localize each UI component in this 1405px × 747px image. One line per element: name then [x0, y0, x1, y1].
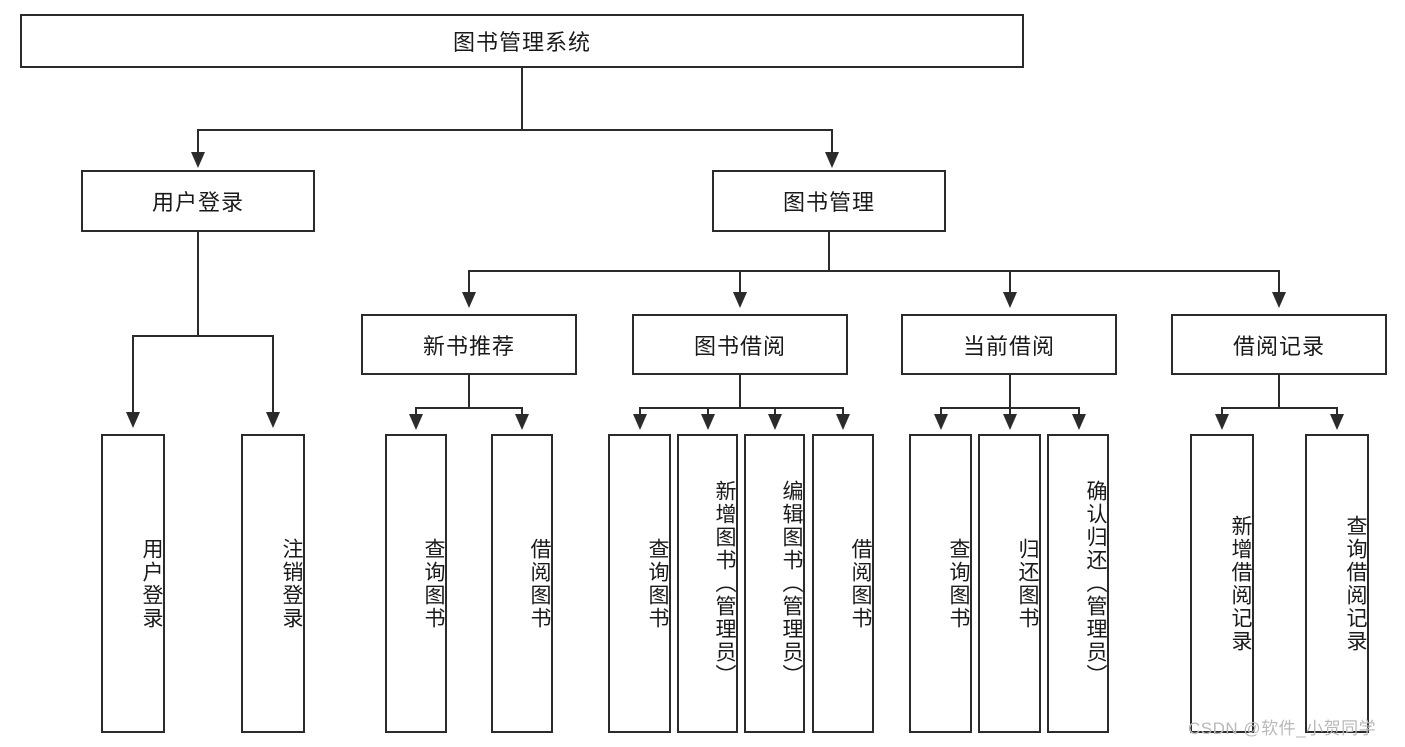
arrowhead-new-book-recommend-leaf-0	[409, 414, 423, 430]
edge-book-management-stem	[828, 232, 830, 271]
node-book-management[interactable]: 图书管理	[712, 170, 946, 232]
node-user-login[interactable]: 用户登录	[81, 170, 315, 232]
arrowhead-root-to-user-login	[191, 152, 205, 168]
edge-user-login-bus	[132, 335, 274, 337]
edge-root-stem	[521, 68, 523, 130]
edge-to-current-borrow	[1009, 270, 1011, 294]
leaf-user-login-login[interactable]: 用户登录	[101, 434, 165, 733]
edge-current-borrow-to-leaf-1	[1009, 407, 1011, 417]
node-label: 确认归还（管理员）	[1084, 480, 1107, 687]
edge-borrow-records-stem	[1278, 375, 1280, 408]
arrowhead-book-borrow-leaf-2	[768, 414, 782, 430]
node-label: 查询图书	[646, 537, 669, 630]
edge-to-new-book-recommend	[468, 270, 470, 294]
edge-current-borrow-to-leaf-0	[940, 407, 942, 417]
edge-root-to-user-login	[197, 129, 199, 155]
leaf-current-borrow-confirm-return-admin[interactable]: 确认归还（管理员）	[1047, 434, 1109, 733]
node-label: 查询图书	[422, 537, 445, 630]
edge-to-borrow-records	[1278, 270, 1280, 294]
edge-root-bus	[197, 129, 833, 131]
edge-book-borrow-to-leaf-1	[707, 407, 709, 417]
edge-current-borrow-to-leaf-2	[1078, 407, 1080, 417]
arrowhead-user-login-leaf-0	[126, 412, 140, 428]
leaf-book-borrow-edit-book-admin[interactable]: 编辑图书（管理员）	[744, 434, 805, 733]
node-label: 借阅图书	[849, 537, 872, 630]
edge-borrow-records-bus	[1221, 407, 1338, 409]
arrowhead-book-borrow-leaf-0	[633, 414, 647, 430]
node-new-book-recommend[interactable]: 新书推荐	[361, 314, 577, 375]
node-borrow-records[interactable]: 借阅记录	[1171, 314, 1387, 375]
edge-new-book-recommend-stem	[468, 375, 470, 408]
node-label: 用户登录	[140, 537, 163, 630]
edge-book-borrow-to-leaf-3	[842, 407, 844, 417]
edge-root-to-book-management	[831, 129, 833, 155]
edge-borrow-records-to-leaf-0	[1221, 407, 1223, 417]
arrowhead-root-to-book-management	[825, 152, 839, 168]
arrowhead-user-login-leaf-1	[266, 412, 280, 428]
node-label: 图书管理	[782, 190, 875, 215]
edge-current-borrow-stem	[1009, 375, 1011, 408]
watermark-csdn: CSDN @软件_小贺同学	[1188, 719, 1377, 738]
edge-book-borrow-to-leaf-2	[774, 407, 776, 417]
node-label: 新增图书（管理员）	[713, 480, 736, 687]
arrowhead-to-new-book-recommend	[462, 292, 476, 308]
node-label: 新书推荐	[422, 333, 515, 359]
arrowhead-current-borrow-leaf-2	[1072, 414, 1086, 430]
arrowhead-to-current-borrow	[1003, 292, 1017, 308]
arrowhead-book-borrow-leaf-1	[701, 414, 715, 430]
node-label: 新增借阅记录	[1229, 514, 1252, 653]
node-label: 编辑图书（管理员）	[780, 480, 803, 687]
node-root-book-management-system[interactable]: 图书管理系统	[20, 14, 1024, 68]
node-label: 图书管理系统	[452, 30, 591, 55]
leaf-book-borrow-query-book[interactable]: 查询图书	[608, 434, 671, 733]
node-label: 图书借阅	[693, 333, 786, 359]
arrowhead-new-book-recommend-leaf-1	[515, 414, 529, 430]
arrowhead-to-borrow-records	[1272, 292, 1286, 308]
node-book-borrow[interactable]: 图书借阅	[632, 314, 848, 375]
edge-book-borrow-stem	[739, 375, 741, 408]
leaf-book-borrow-borrow-book[interactable]: 借阅图书	[812, 434, 874, 733]
node-label: 注销登录	[280, 537, 303, 630]
edge-user-login-stem	[197, 232, 199, 336]
edge-new-book-recommend-bus	[415, 407, 523, 409]
node-label: 查询借阅记录	[1344, 514, 1367, 653]
edge-new-book-recommend-to-leaf-1	[521, 407, 523, 417]
leaf-new-book-borrow-book[interactable]: 借阅图书	[491, 434, 553, 733]
leaf-borrow-records-query-record[interactable]: 查询借阅记录	[1305, 434, 1369, 733]
arrowhead-current-borrow-leaf-0	[934, 414, 948, 430]
leaf-borrow-records-add-record[interactable]: 新增借阅记录	[1190, 434, 1254, 733]
arrowhead-current-borrow-leaf-1	[1003, 414, 1017, 430]
edge-book-borrow-to-leaf-0	[639, 407, 641, 417]
arrowhead-borrow-records-leaf-1	[1330, 414, 1344, 430]
arrowhead-book-borrow-leaf-3	[836, 414, 850, 430]
leaf-new-book-query-book[interactable]: 查询图书	[385, 434, 447, 733]
edge-book-borrow-bus	[639, 407, 844, 409]
leaf-book-borrow-add-book-admin[interactable]: 新增图书（管理员）	[677, 434, 738, 733]
node-label: 借阅图书	[528, 537, 551, 630]
node-label: 借阅记录	[1232, 333, 1325, 359]
arrowhead-borrow-records-leaf-0	[1215, 414, 1229, 430]
edge-user-login-to-leaf-1	[272, 335, 274, 415]
edge-to-book-borrow	[739, 270, 741, 294]
node-label: 用户登录	[151, 190, 244, 215]
edge-level3-bus	[468, 270, 1280, 272]
arrowhead-to-book-borrow	[733, 292, 747, 308]
node-label: 查询图书	[947, 537, 970, 630]
leaf-current-borrow-query-book[interactable]: 查询图书	[909, 434, 972, 733]
edge-new-book-recommend-to-leaf-0	[415, 407, 417, 417]
edge-borrow-records-to-leaf-1	[1336, 407, 1338, 417]
node-label: 归还图书	[1016, 537, 1039, 630]
leaf-user-login-logout[interactable]: 注销登录	[241, 434, 305, 733]
leaf-current-borrow-return-book[interactable]: 归还图书	[978, 434, 1041, 733]
edge-user-login-to-leaf-0	[132, 335, 134, 415]
node-label: 当前借阅	[962, 333, 1055, 359]
node-current-borrow[interactable]: 当前借阅	[901, 314, 1117, 375]
